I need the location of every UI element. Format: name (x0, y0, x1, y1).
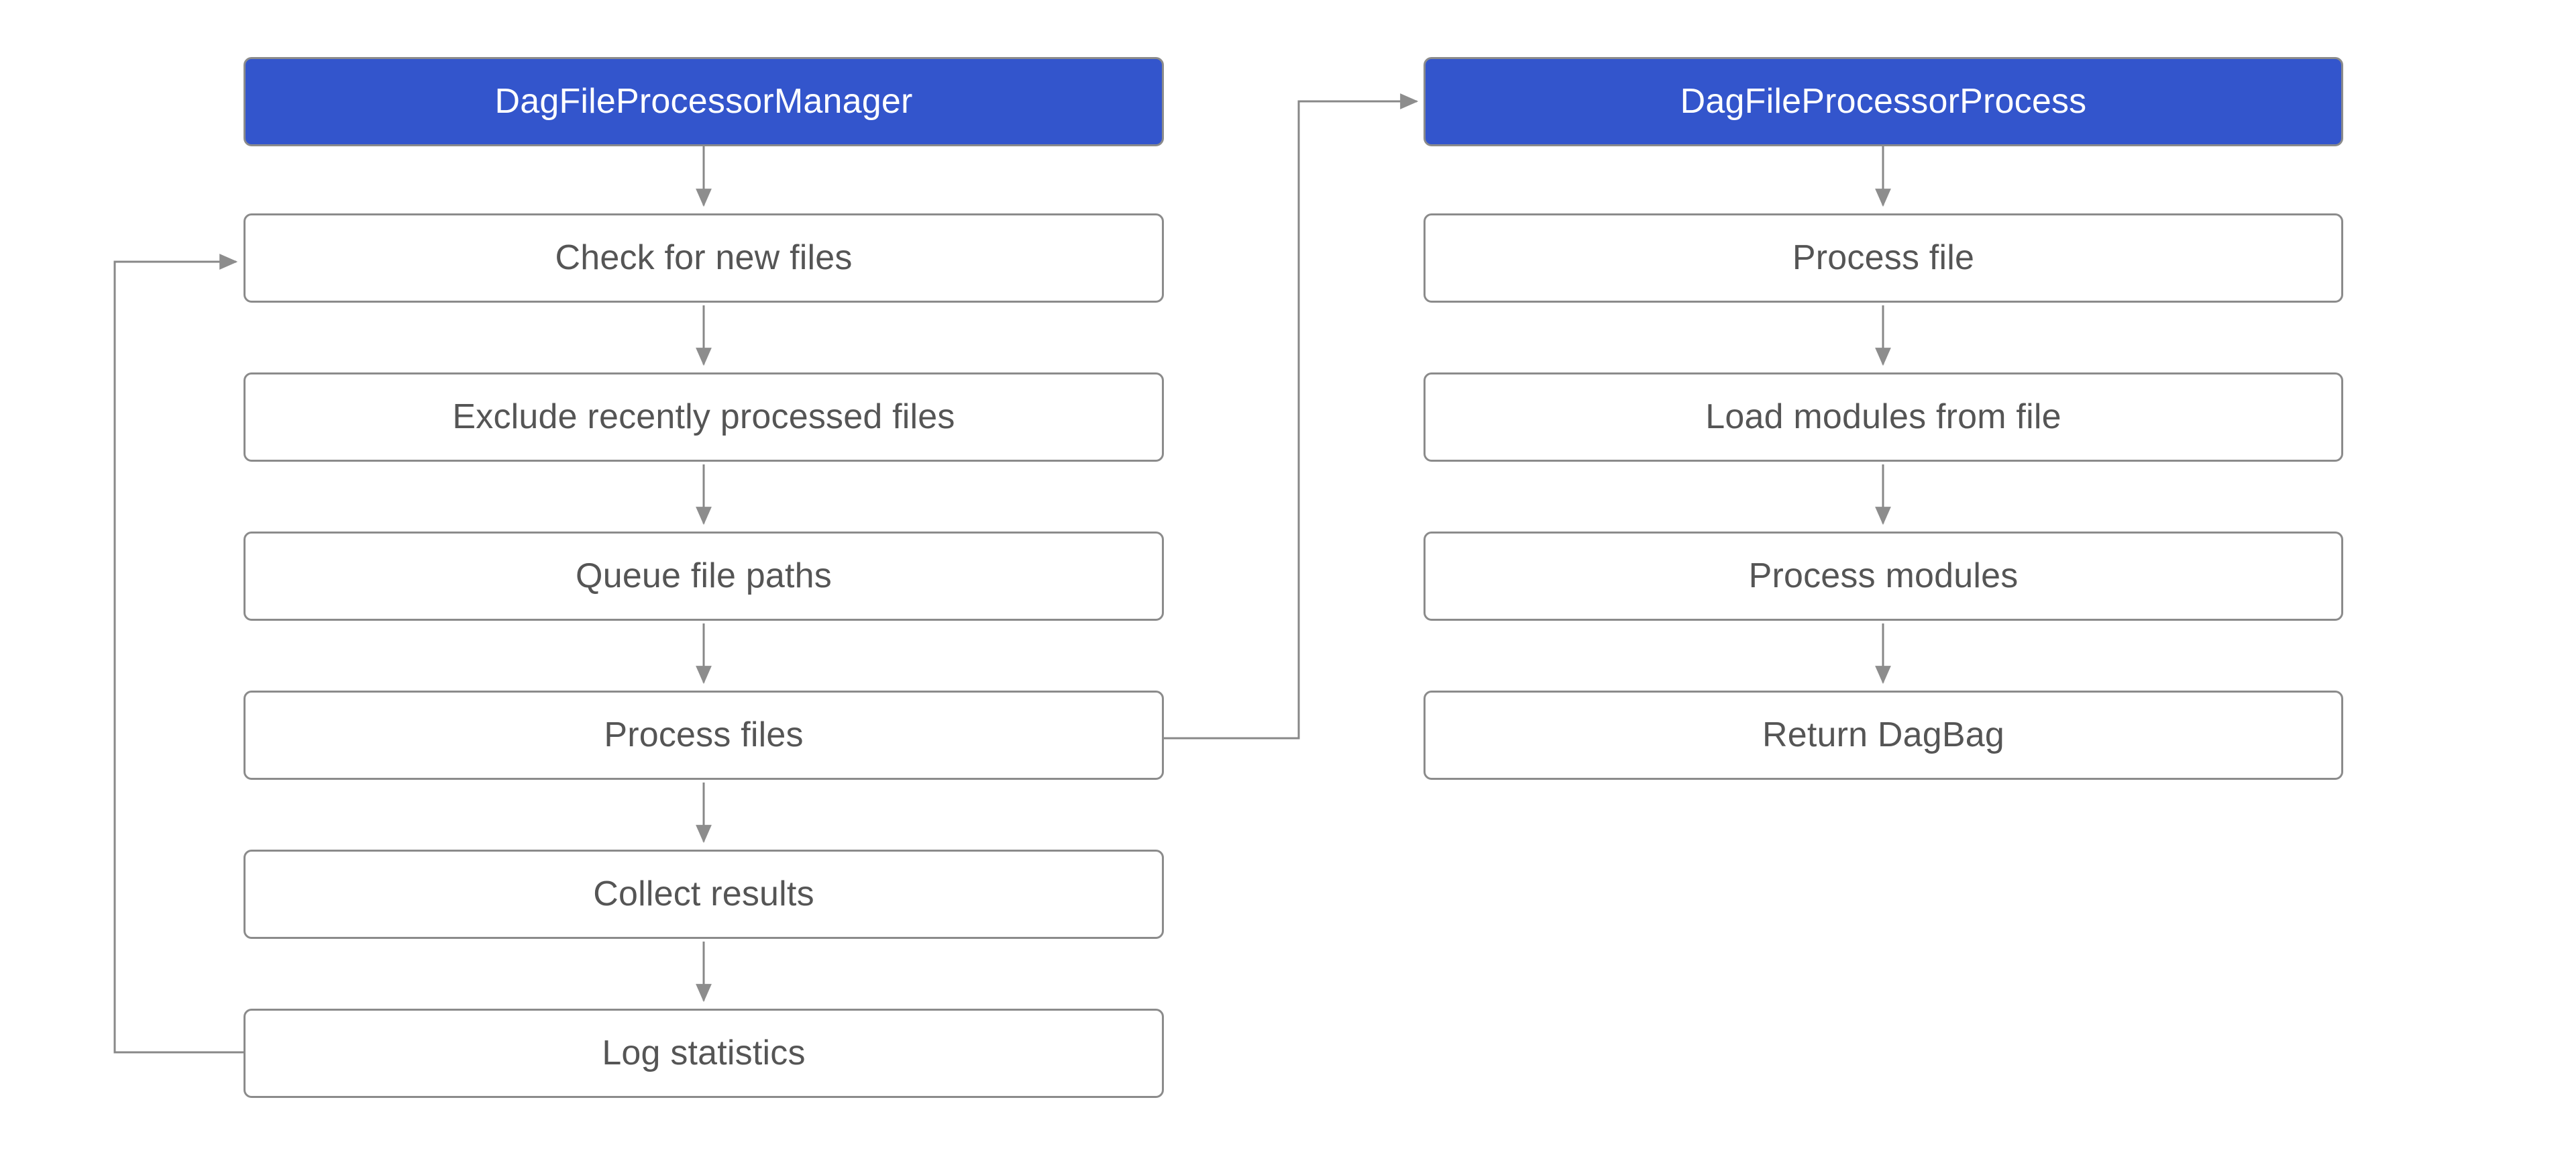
edge-log-to-check-loop (113, 254, 244, 1054)
node-dagfileprocessorprocess[interactable]: DagFileProcessorProcess (1424, 57, 2343, 146)
node-queue-file-paths[interactable]: Queue file paths (244, 532, 1164, 621)
node-label: Return DagBag (1762, 715, 2005, 754)
node-log-statistics[interactable]: Log statistics (244, 1009, 1164, 1098)
node-label: Exclude recently processed files (452, 397, 955, 436)
node-label: Load modules from file (1705, 397, 2061, 436)
node-load-modules-from-file[interactable]: Load modules from file (1424, 372, 2343, 462)
edge-processfiles-to-processorprocess (1164, 93, 1419, 740)
node-label: Queue file paths (576, 556, 832, 595)
node-collect-results[interactable]: Collect results (244, 850, 1164, 939)
node-exclude-recently-processed-files[interactable]: Exclude recently processed files (244, 372, 1164, 462)
node-process-modules[interactable]: Process modules (1424, 532, 2343, 621)
node-label: Check for new files (555, 238, 853, 277)
node-check-for-new-files[interactable]: Check for new files (244, 213, 1164, 303)
node-label: Process files (604, 715, 804, 754)
node-label: DagFileProcessorProcess (1680, 81, 2087, 121)
node-label: Process file (1792, 238, 1975, 277)
node-process-files[interactable]: Process files (244, 691, 1164, 780)
node-label: Collect results (593, 874, 814, 913)
node-label: Process modules (1748, 556, 2019, 595)
node-return-dagbag[interactable]: Return DagBag (1424, 691, 2343, 780)
node-label: Log statistics (602, 1033, 806, 1072)
node-process-file[interactable]: Process file (1424, 213, 2343, 303)
node-label: DagFileProcessorManager (494, 81, 913, 121)
node-dagfileprocessormanager[interactable]: DagFileProcessorManager (244, 57, 1164, 146)
